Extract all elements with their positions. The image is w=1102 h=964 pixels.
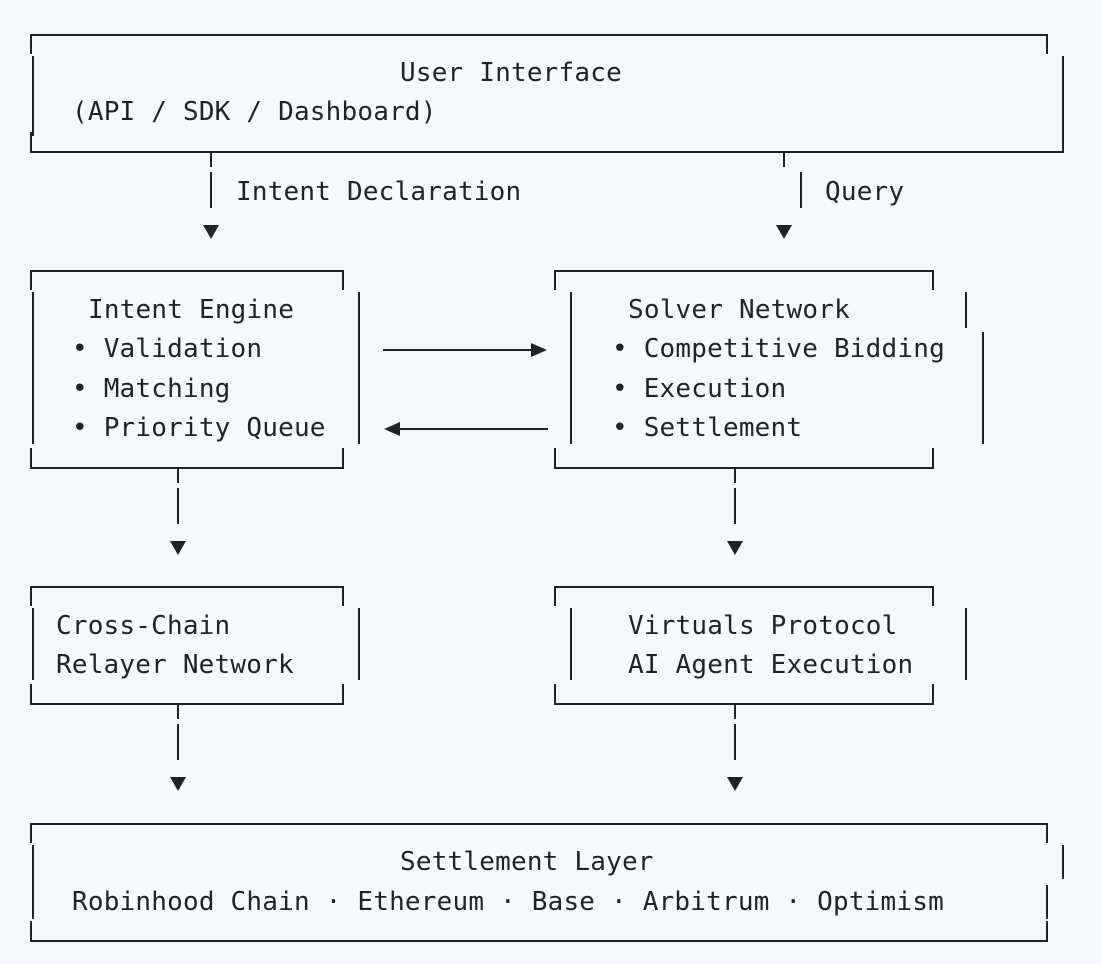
- relayer-line2: Relayer Network: [56, 650, 294, 680]
- arrow-down-icon: [170, 777, 186, 791]
- intent-engine-item: • Priority Queue: [72, 413, 326, 443]
- intent-engine-item: • Validation: [72, 334, 263, 364]
- solver-network-item: • Execution: [612, 374, 787, 404]
- user-interface-title: User Interface: [400, 58, 622, 88]
- relayer-line1: Cross-Chain: [56, 611, 231, 641]
- intent-engine-item: • Matching: [72, 374, 231, 404]
- settlement-layer-chains: Robinhood Chain · Ethereum · Base · Arbi…: [72, 887, 944, 917]
- query-connector: [783, 153, 785, 167]
- relayer-to-settlement-connector: [177, 705, 179, 719]
- engine-to-solver-arrow: [383, 349, 533, 351]
- solver-to-engine-arrow: [399, 428, 548, 430]
- intent-declaration-connector: [210, 153, 212, 167]
- virtuals-line2: AI Agent Execution: [628, 650, 914, 680]
- arrow-right-icon: [531, 343, 547, 357]
- intent-engine-title: Intent Engine: [88, 295, 295, 325]
- solver-network-item: • Settlement: [612, 413, 803, 443]
- solver-network-title: Solver Network: [628, 295, 850, 325]
- user-interface-subtitle: (API / SDK / Dashboard): [72, 97, 437, 127]
- arrow-down-icon: [776, 225, 792, 239]
- solver-network-item: • Competitive Bidding: [612, 334, 945, 364]
- virtuals-line1: Virtuals Protocol: [628, 611, 898, 641]
- arrow-down-icon: [727, 541, 743, 555]
- arrow-left-icon: [384, 422, 400, 436]
- solver-to-virtuals-connector: [734, 469, 736, 483]
- arrow-down-icon: [727, 777, 743, 791]
- query-label: Query: [825, 177, 905, 207]
- arrow-down-icon: [203, 225, 219, 239]
- virtuals-to-settlement-connector: [734, 705, 736, 719]
- intent-declaration-label: Intent Declaration: [236, 177, 522, 207]
- arrow-down-icon: [170, 541, 186, 555]
- user-interface-box: [0, 0, 1102, 160]
- settlement-layer-title: Settlement Layer: [400, 847, 654, 877]
- engine-to-relayer-connector: [177, 469, 179, 483]
